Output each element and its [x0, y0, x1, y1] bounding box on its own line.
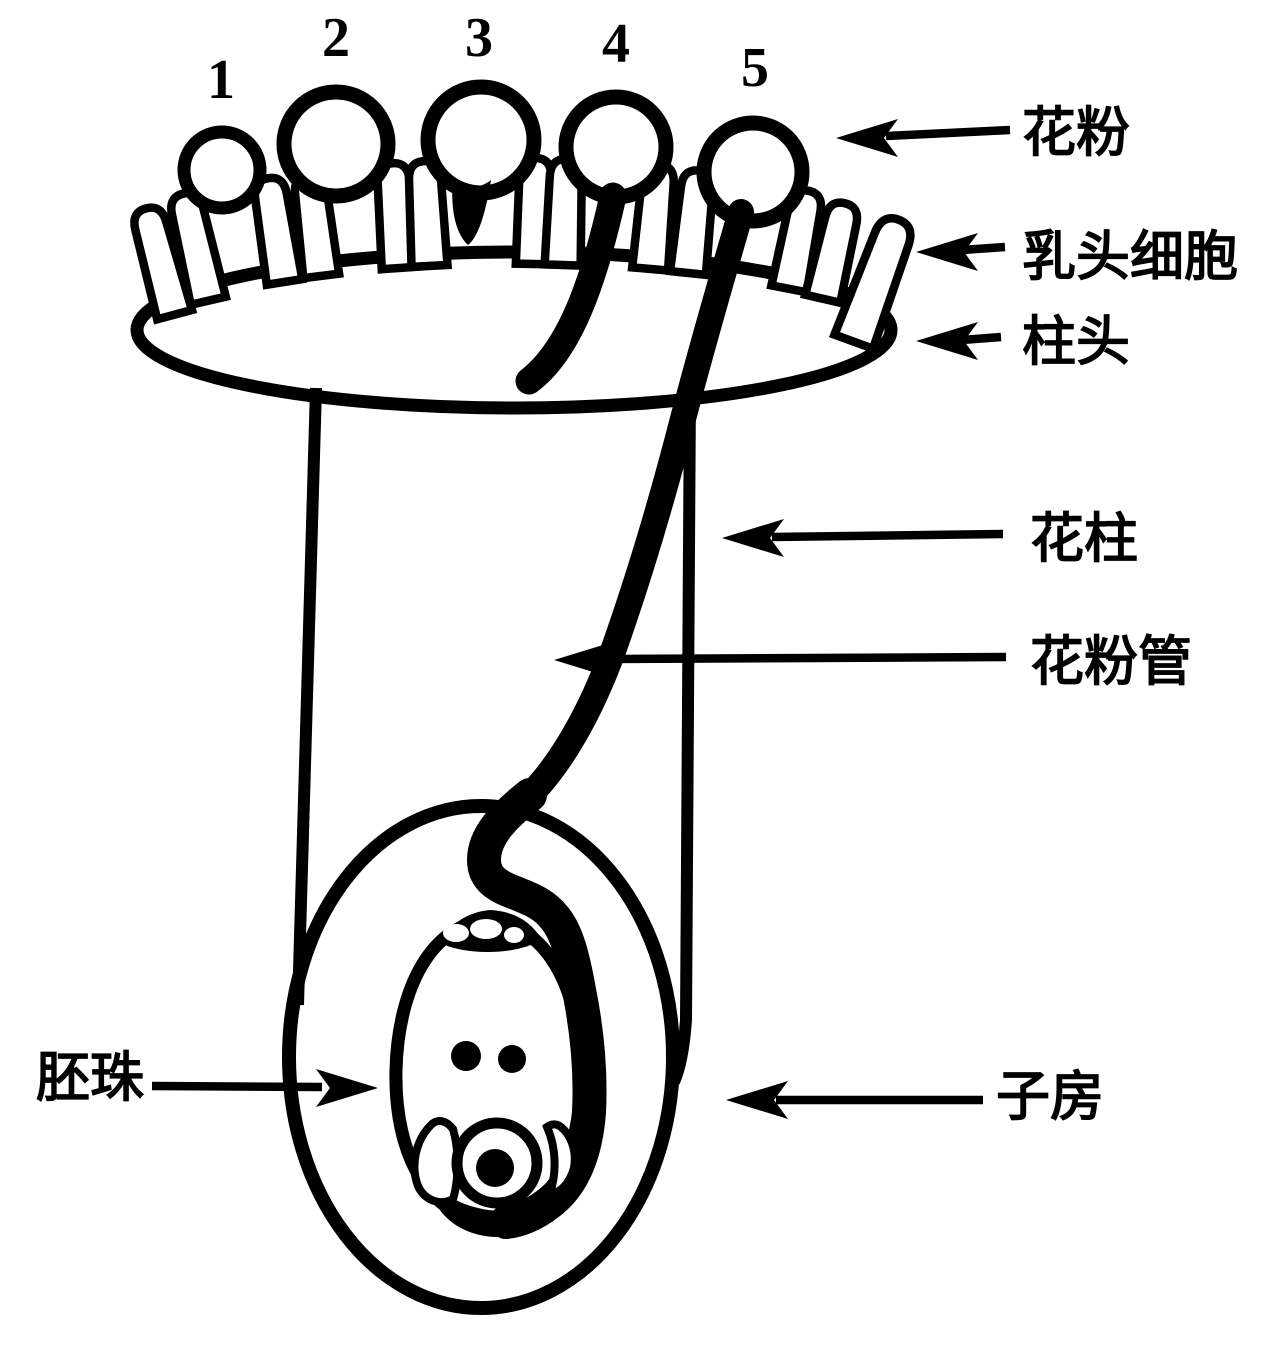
pollen-tube-arrow-line [605, 652, 1007, 664]
label-pollen-tube: 花粉管 [1030, 632, 1192, 692]
label-ovary: 子房 [996, 1067, 1104, 1127]
grain-number-2: 2 [322, 7, 350, 69]
label-style: 花柱 [1030, 509, 1138, 569]
pollen-tube-grain4 [515, 182, 627, 395]
polar-nucleus [498, 1045, 526, 1073]
ovule-arrowhead [316, 1069, 378, 1107]
pollen-grain-4 [558, 89, 674, 205]
ovary-arrowhead [726, 1081, 788, 1119]
pollen-tube-style-section [517, 199, 754, 808]
style-arrow-line [771, 529, 1004, 542]
pollen-tube-arrowhead [554, 641, 616, 679]
papilla-cells-arrow-line [961, 242, 1006, 255]
pollen-grain-3 [420, 79, 542, 201]
antipodal-cell [470, 919, 502, 939]
pollen-grains-group [177, 79, 810, 229]
antipodal-cell [504, 927, 524, 943]
pollen-arrow-line [885, 125, 1011, 141]
label-pollen: 花粉 [1022, 103, 1130, 163]
pollen-tube-short-grain3 [452, 178, 491, 245]
synergid-cell-left [410, 1117, 462, 1207]
style-wall-left [292, 387, 322, 1006]
style-arrowhead [722, 519, 784, 557]
pollen-grain-5 [696, 115, 810, 229]
grain-number-3: 3 [465, 7, 493, 69]
papilla-cell [130, 203, 198, 325]
pollen-grain-numbers: 1 2 3 4 5 [207, 7, 769, 111]
antipodal-cell [443, 924, 469, 942]
ovary-wall [282, 799, 680, 1315]
pollen-grain-1 [177, 125, 267, 215]
micropyle-region [428, 1182, 568, 1238]
stigma-arrowhead [916, 322, 978, 360]
grain-number-1: 1 [207, 49, 235, 111]
papilla-cell [800, 198, 862, 308]
papilla-cells-arrowhead [916, 233, 978, 271]
synergid-cell-right [542, 1120, 579, 1198]
polar-nucleus [451, 1041, 481, 1071]
pollen-grain-2 [276, 84, 396, 204]
antipodal-cells-group [443, 919, 524, 943]
grain-number-4: 4 [602, 13, 630, 75]
label-papilla-cells: 乳头细胞 [1022, 227, 1238, 287]
stigma-arrow-line [961, 332, 1002, 345]
annotation-labels: 花粉 乳头细胞 柱头 花柱 花粉管 胚珠 子房 [36, 103, 1238, 1127]
grain-number-5: 5 [741, 37, 769, 99]
ovule-arrow-line [151, 1081, 323, 1092]
label-ovule: 胚珠 [36, 1048, 145, 1108]
label-stigma: 柱头 [1022, 312, 1130, 372]
papilla-cell [828, 214, 915, 355]
annotation-arrows [151, 119, 1011, 1119]
pollen-arrowhead [836, 119, 898, 157]
egg-cell-nucleus [476, 1149, 514, 1187]
